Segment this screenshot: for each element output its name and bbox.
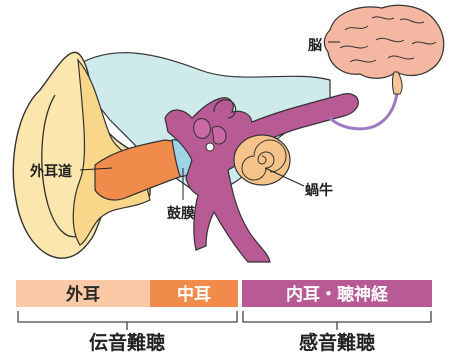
- bracket-sensorineural: [243, 311, 431, 330]
- band-label-middle-ear: 中耳: [177, 284, 211, 305]
- label-conductive-hearing-loss: 伝音難聴: [89, 331, 165, 354]
- band-label-inner-ear: 内耳・聴神経: [286, 284, 389, 305]
- oval-window: [206, 143, 214, 151]
- cochlea: [234, 135, 290, 185]
- label-cochlea: 蝸牛: [305, 182, 333, 199]
- label-sensorineural-hearing-loss: 感音難聴: [299, 331, 375, 354]
- brain: [324, 5, 443, 94]
- bracket-conductive: [18, 311, 237, 330]
- label-eardrum: 鼓膜: [167, 205, 195, 222]
- label-brain: 脳: [308, 37, 322, 54]
- band-label-outer-ear: 外耳: [66, 284, 100, 305]
- label-ear-canal: 外耳道: [30, 163, 72, 180]
